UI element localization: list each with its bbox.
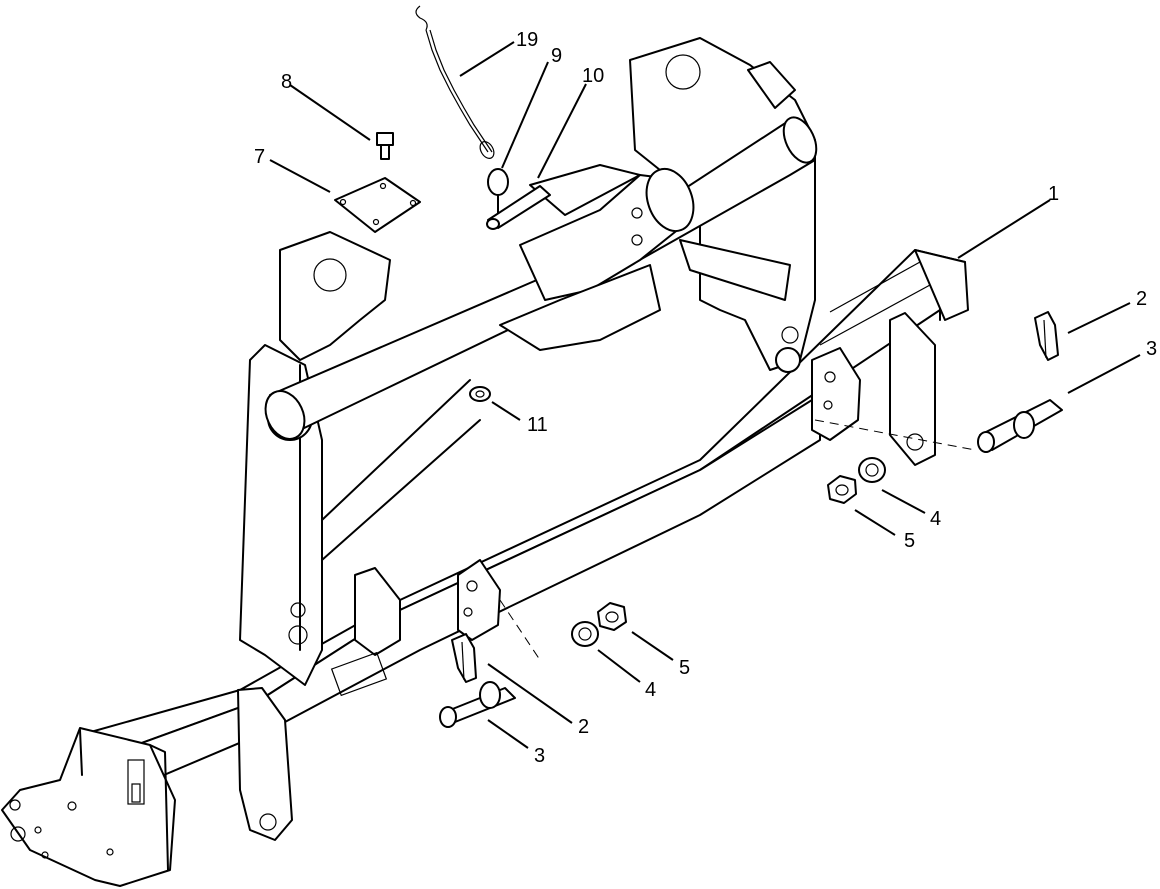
callout-10: 10 <box>582 65 604 87</box>
callout-19: 19 <box>516 29 538 51</box>
washer-11 <box>469 386 491 402</box>
callout-4-lower: 4 <box>645 679 656 701</box>
swivel-bracket <box>499 164 695 351</box>
callout-2-right: 2 <box>1136 288 1147 310</box>
callout-2-lower: 2 <box>578 716 589 738</box>
callout-7: 7 <box>254 146 265 168</box>
leader-lines <box>269 41 1141 749</box>
callout-3-right: 3 <box>1146 338 1157 360</box>
right-pin-3 <box>977 399 1063 453</box>
callout-3-lower: 3 <box>534 745 545 767</box>
callout-5-lower: 5 <box>679 657 690 679</box>
end-bracket <box>1 727 176 887</box>
right-nut-5 <box>827 475 857 504</box>
callout-5-right: 5 <box>904 530 915 552</box>
bolt-8 <box>376 132 394 160</box>
lower-lynch-clip-2 <box>451 633 477 683</box>
cross-member <box>321 239 791 561</box>
callout-1: 1 <box>1048 183 1059 205</box>
pin-10 <box>486 185 551 230</box>
left-rail-yoke <box>330 559 501 697</box>
lower-washer-4 <box>571 621 599 647</box>
lower-pin-3 <box>439 681 516 728</box>
chain-19 <box>415 5 495 159</box>
right-rail-yoke <box>811 312 936 466</box>
callout-8: 8 <box>281 71 292 93</box>
left-lug-plate <box>237 687 293 841</box>
plate-7 <box>334 177 421 233</box>
linch-pin-9 <box>487 168 509 216</box>
right-assembly-axis <box>814 419 976 451</box>
right-lynch-clip-2 <box>1034 311 1059 361</box>
callout-9: 9 <box>551 45 562 67</box>
callout-4-right: 4 <box>930 508 941 530</box>
right-washer-4 <box>858 457 886 483</box>
lower-assembly-axis <box>499 599 541 661</box>
callout-11: 11 <box>527 414 548 436</box>
lower-nut-5 <box>597 602 627 631</box>
